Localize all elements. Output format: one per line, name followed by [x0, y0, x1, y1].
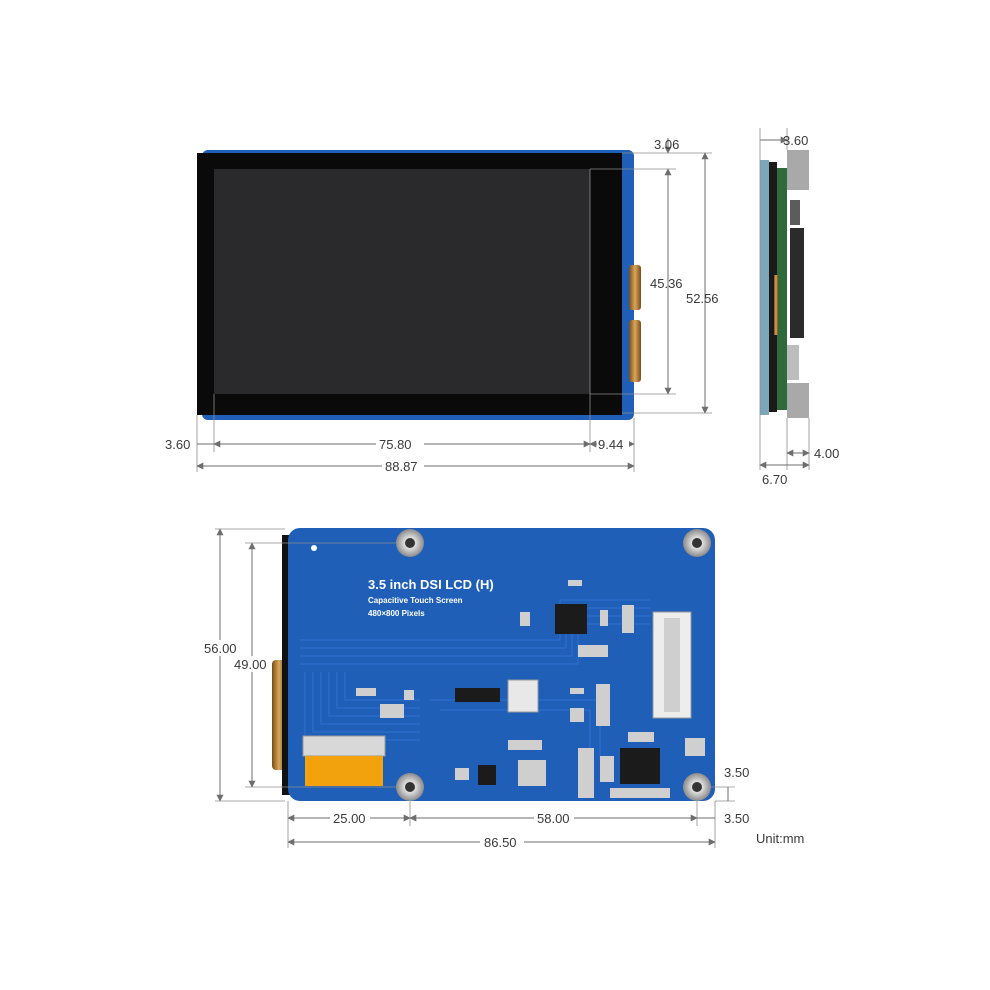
driver-ic	[620, 748, 660, 784]
bottom-flex-cable	[305, 756, 383, 786]
dim-border-right: 9.44	[598, 437, 623, 452]
mounting-hole-bottom-right	[683, 773, 711, 801]
dim-border-left: 3.60	[165, 437, 190, 452]
dim-hole-edge-offset-bottom: 3.50	[724, 765, 749, 780]
dim-total-thickness: 6.70	[762, 472, 787, 487]
side-view: 3.60 4.00 6.70	[759, 128, 839, 487]
dim-outline-height: 52.56	[686, 291, 719, 306]
side-gold-strip	[774, 275, 778, 335]
dim-border-top: 3.06	[654, 137, 679, 152]
dim-outline-width: 88.87	[385, 459, 418, 474]
dim-active-height: 45.36	[650, 276, 683, 291]
fpc-connector-inner	[664, 618, 680, 712]
side-component-2	[790, 200, 800, 225]
board-resolution: 480×800 Pixels	[368, 609, 425, 618]
side-component-3	[790, 228, 804, 338]
mounting-hole-top-left	[396, 529, 424, 557]
dim-hole-edge-offset-right: 3.50	[724, 811, 749, 826]
dim-hole-spacing-horizontal: 58.00	[537, 811, 570, 826]
side-component-1	[787, 150, 809, 190]
fiducial-mark	[311, 545, 317, 551]
side-standoff	[787, 383, 809, 418]
back-view: 3.5 inch DSI LCD (H) Capacitive Touch Sc…	[204, 528, 804, 850]
fpc-connector-gold	[629, 265, 641, 310]
dim-back-outline-width: 86.50	[484, 835, 517, 850]
small-connector	[507, 679, 539, 713]
unit-label: Unit:mm	[756, 831, 804, 846]
bottom-fpc-connector	[302, 735, 386, 757]
display-active-area	[214, 169, 590, 394]
side-pcb	[777, 168, 787, 410]
mounting-hole-bottom-left	[396, 773, 424, 801]
dim-hole-spacing-vertical: 49.00	[234, 657, 267, 672]
back-glass-edge	[282, 535, 290, 795]
board-title: 3.5 inch DSI LCD (H)	[368, 577, 494, 592]
dim-left-hole-offset: 25.00	[333, 811, 366, 826]
mounting-hole-top-right	[683, 529, 711, 557]
side-glass	[760, 160, 769, 415]
fpc-connector-gold-2	[629, 320, 641, 382]
board-subtitle: Capacitive Touch Screen	[368, 596, 463, 605]
dim-glass-thickness: 3.60	[783, 133, 808, 148]
side-bezel-black	[769, 162, 777, 412]
regulator-ic	[478, 765, 496, 785]
small-ic	[455, 688, 500, 702]
dim-back-outline-height: 56.00	[204, 641, 237, 656]
touch-controller-ic	[555, 604, 587, 634]
dim-active-width: 75.80	[379, 437, 412, 452]
smd-passives	[356, 580, 705, 798]
side-component-4	[787, 345, 799, 380]
dim-standoff-height: 4.00	[814, 446, 839, 461]
front-view: 3.06 45.36 52.56 3.60 75.80 9.44 88.87	[165, 137, 719, 474]
